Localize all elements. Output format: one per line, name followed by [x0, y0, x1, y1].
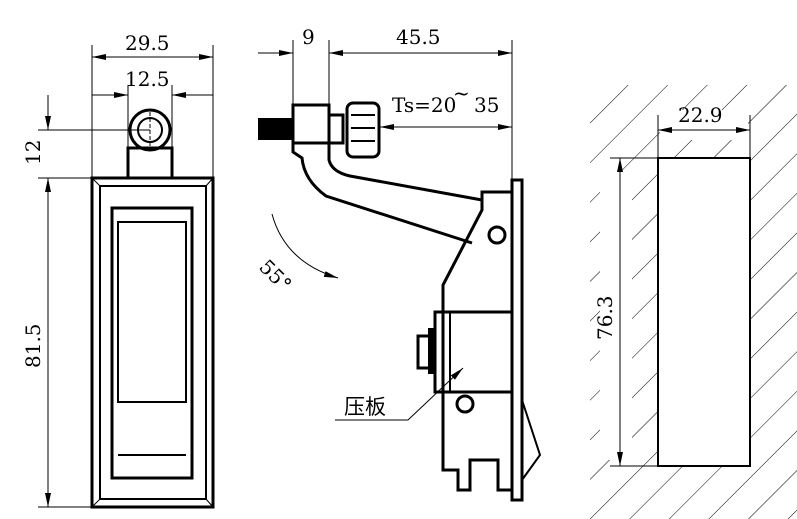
knob-stem — [126, 146, 174, 180]
outer-frame — [90, 176, 215, 509]
pressure-plate — [433, 310, 514, 394]
dim-length: 45.5 — [396, 25, 441, 49]
dim-knob-height: 12 — [21, 140, 45, 165]
dim-knob-width: 12.5 — [125, 67, 170, 91]
nut — [327, 113, 345, 145]
arm-upper — [327, 143, 483, 202]
dim-height: 81.5 — [21, 323, 45, 368]
front-view: 29.5 12.5 12 81.5 — [21, 31, 215, 509]
block — [291, 103, 331, 145]
adjust-knob — [345, 101, 381, 159]
threaded-stud — [258, 118, 293, 140]
handle — [110, 206, 194, 480]
inner-frame — [99, 185, 207, 500]
arm-lower — [291, 143, 473, 245]
ts-label: Ts=20 — [392, 93, 456, 117]
pressure-plate-label: 压板 — [344, 395, 386, 419]
cutout — [657, 157, 751, 467]
dim-offset: 9 — [302, 25, 315, 49]
dim-cutout-height: 76.3 — [593, 295, 617, 340]
lower-pin — [455, 394, 475, 414]
pivot-pin — [487, 225, 507, 245]
cutout-view: 22.9 76.3 — [590, 85, 797, 519]
rotation-arc — [271, 213, 339, 279]
angle-label: 55° — [254, 255, 296, 297]
leader-line — [335, 367, 464, 421]
ts-tilde: ~ — [453, 81, 470, 105]
dim-width: 29.5 — [125, 31, 170, 55]
dim-cutout-width: 22.9 — [678, 103, 723, 127]
ts-max: 35 — [474, 93, 499, 117]
side-view: 9 45.5 Ts=20 ~ 35 55° 压板 — [254, 25, 542, 502]
